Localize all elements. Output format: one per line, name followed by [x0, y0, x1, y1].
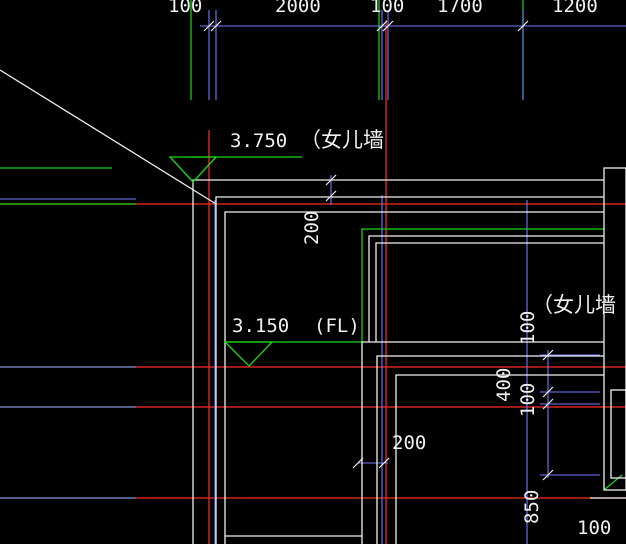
- room-inner-left: [224, 211, 604, 544]
- parapet-inner-2: [375, 242, 604, 342]
- dimension-texts: 100 2000 100 1700 1200 200 100 400 100 2…: [168, 0, 611, 539]
- right-parapet-label: （女儿墙: [532, 293, 616, 317]
- tick-1: [203, 20, 215, 32]
- slab-lower-1: [376, 355, 604, 544]
- level-markers: [168, 156, 274, 367]
- dim-top-4: 1700: [437, 0, 483, 17]
- outer-wall-left: [192, 179, 604, 544]
- tick-11: [542, 386, 554, 398]
- dim-wall-thickness-left: 200: [301, 211, 323, 245]
- dim-lower-height: 850: [521, 490, 543, 524]
- tick-7: [325, 190, 337, 202]
- dim-wall-thickness-mid: 200: [392, 432, 426, 454]
- tick-13: [542, 469, 554, 481]
- slab-outline: [361, 341, 604, 544]
- dim-top-1: 100: [168, 0, 202, 17]
- tick-5: [517, 20, 529, 32]
- tick-9: [378, 457, 390, 469]
- parapet-elevation: 3.750: [230, 130, 287, 152]
- floor-elevation: 3.150: [232, 315, 289, 337]
- tick-3: [376, 20, 388, 32]
- tick-4: [382, 20, 394, 32]
- dim-top-2: 2000: [275, 0, 321, 17]
- tick-2: [210, 20, 222, 32]
- tick-10: [542, 349, 554, 361]
- dimension-lines: [0, 10, 626, 544]
- right-wall-box-inner: [610, 389, 626, 479]
- tick-8: [352, 457, 364, 469]
- parapet-inner-1: [368, 235, 604, 342]
- level-triangle-top: [168, 156, 218, 183]
- floor-label: (FL): [314, 315, 360, 337]
- roof-slope-line: [0, 69, 217, 205]
- tick-12: [542, 398, 554, 410]
- right-wall-box: [603, 167, 626, 491]
- dim-slab-gap: 100: [517, 311, 539, 345]
- dim-top-3: 100: [370, 0, 404, 17]
- slab-lower-2: [395, 374, 604, 544]
- dim-slab-depth: 400: [493, 368, 515, 402]
- outer-wall-inner: [215, 196, 604, 544]
- green-right-tick: [603, 474, 623, 491]
- level-triangle-floor: [223, 341, 274, 367]
- level-texts: 3.750 （女儿墙 3.150 (FL) （女儿墙: [230, 128, 616, 337]
- green-parapet-line: [361, 228, 604, 342]
- dim-slab-top: 100: [517, 383, 539, 417]
- dimension-ticks: [203, 20, 554, 481]
- dim-lower-right: 100: [577, 517, 611, 539]
- parapet-label: （女儿墙: [300, 128, 384, 152]
- green-lines: [0, 0, 623, 499]
- dim-top-5: 1200: [552, 0, 598, 17]
- wall-outlines: [0, 69, 626, 544]
- axis-lines: [0, 20, 626, 544]
